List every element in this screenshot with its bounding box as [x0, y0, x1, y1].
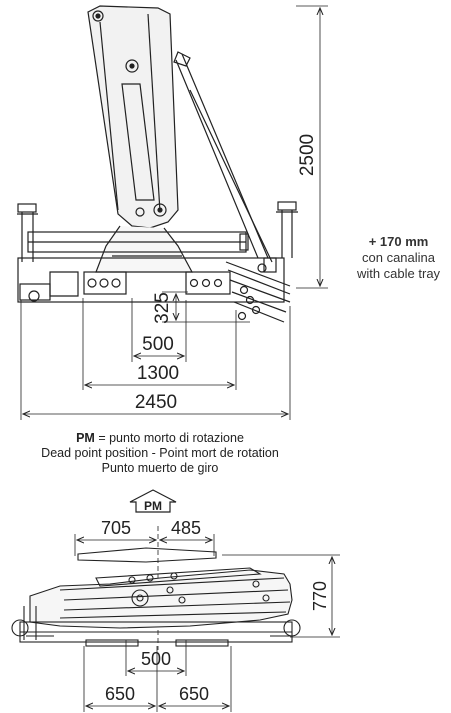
bottom-left-dimension-label: 650	[105, 684, 135, 704]
top-view	[11, 547, 301, 647]
top-left-dimension-label: 705	[101, 518, 131, 538]
folded-arms	[225, 257, 291, 323]
top-right-dimension-label: 485	[171, 518, 201, 538]
cable-tray-value: + 170 mm	[368, 234, 429, 249]
pm-legend: PM = punto morto di rotazione Dead point…	[0, 431, 320, 476]
top-view-dimensions	[74, 526, 340, 712]
pm-legend-line3: Punto muerto de giro	[101, 461, 219, 475]
bottom-right-dimension-label: 650	[179, 684, 209, 704]
width-dimension-1300: 1300	[137, 363, 179, 384]
crane-frame	[17, 231, 285, 303]
cable-tray-line1: con canalina	[362, 250, 435, 265]
left-outrigger	[17, 203, 38, 262]
pm-legend-line2: Dead point position - Point mort de rota…	[41, 446, 279, 460]
pm-legend-line1: = punto morto di rotazione	[94, 431, 244, 445]
width-dimension-2450: 2450	[135, 392, 177, 413]
top-height-dimension-label: 770	[310, 581, 330, 611]
pm-legend-abbr: PM	[76, 431, 95, 445]
extension-rods	[173, 51, 273, 263]
height-dimension-label: 2500	[297, 134, 318, 176]
right-outrigger	[276, 201, 298, 258]
side-view	[17, 5, 298, 323]
cable-tray-note: + 170 mm con canalina with cable tray	[346, 234, 451, 282]
cable-tray-line2: with cable tray	[356, 266, 441, 281]
top-base-dimension-label: 500	[141, 649, 171, 669]
pm-arrow	[129, 489, 177, 513]
crane-column	[95, 225, 194, 273]
pm-arrow-label: PM	[144, 499, 162, 513]
crane-boom	[87, 5, 179, 229]
width-dimension-500: 500	[142, 334, 174, 355]
outrigger-dimension-label: 325	[152, 292, 173, 324]
side-dimensions	[20, 5, 328, 420]
